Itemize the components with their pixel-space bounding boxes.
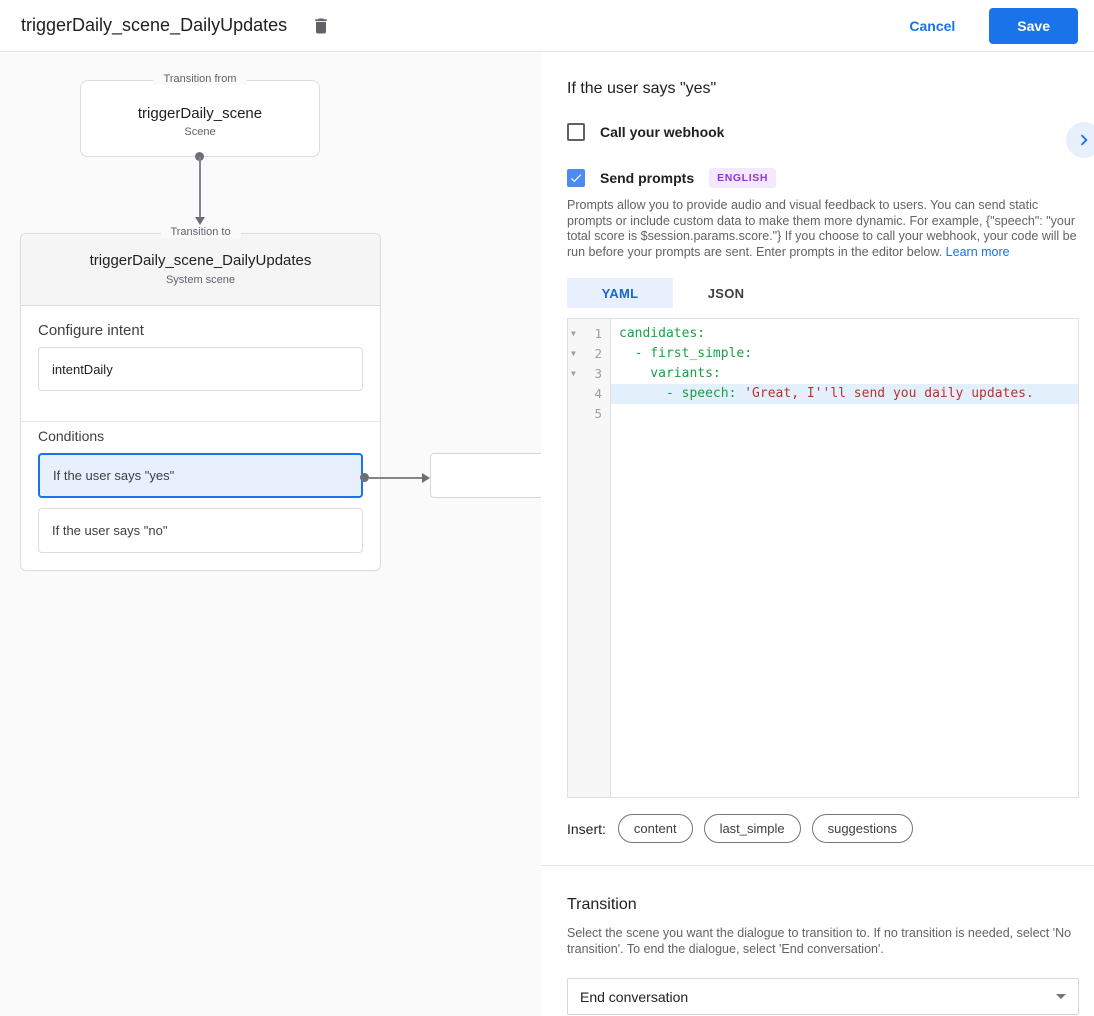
save-button[interactable]: Save (989, 7, 1078, 44)
line-number: 2 (594, 346, 602, 361)
conditions-list: If the user says "yes" If the user says "… (38, 453, 363, 553)
code-line-content (611, 404, 1078, 424)
yaml-key-token: - first_simple: (619, 346, 753, 361)
arrow-down-icon (195, 217, 205, 225)
insert-chip-last_simple[interactable]: last_simple (703, 814, 801, 843)
transition-section-title: Transition (567, 896, 637, 913)
to-scene-name: triggerDaily_scene_DailyUpdates (89, 252, 312, 269)
configure-intent-label: Configure intent (38, 322, 144, 339)
transition-description: Select the scene you want the dialogue t… (567, 926, 1072, 956)
yaml-key-token: variants: (619, 366, 721, 381)
call-webhook-checkbox[interactable] (567, 123, 585, 141)
editor-line-gutter: ▼2 (568, 344, 611, 364)
insert-chip-content[interactable]: content (617, 814, 693, 843)
from-scene-name: triggerDaily_scene (137, 105, 263, 122)
insert-chips: content last_simple suggestions (617, 814, 924, 843)
fold-arrow-icon[interactable]: ▼ (571, 369, 576, 378)
line-number: 1 (594, 326, 602, 341)
learn-more-link[interactable]: Learn more (945, 244, 1010, 259)
editor-line-gutter: ▼3 (568, 364, 611, 384)
fold-arrow-icon[interactable]: ▼ (571, 349, 576, 358)
editor-line-gutter: 4 (568, 384, 611, 404)
code-line-content: candidates: (611, 324, 1078, 344)
editor-gutter (568, 319, 611, 797)
connector-dot (360, 473, 369, 482)
insert-row: Insert: content last_simple suggestions (567, 814, 1078, 843)
line-number: 4 (594, 386, 602, 401)
chevron-right-icon (1073, 129, 1094, 151)
dropdown-caret-icon (1056, 994, 1066, 999)
connector-line-horizontal (368, 477, 423, 479)
prompts-description: Prompts allow you to provide audio and v… (567, 198, 1078, 260)
yaml-key-token: candidates: (619, 326, 706, 341)
intent-item[interactable]: intentDaily (38, 347, 363, 391)
code-line-content: - speech: 'Great, I''ll send you daily u… (611, 384, 1078, 404)
send-prompts-checkbox[interactable] (567, 169, 585, 187)
transition-select-value: End conversation (580, 988, 689, 1005)
card-divider (21, 421, 380, 422)
editor-line-gutter: ▼1 (568, 324, 611, 344)
editor-line[interactable]: 5 (568, 404, 1078, 424)
editor-line[interactable]: ▼2 - first_simple: (568, 344, 1078, 364)
send-prompts-label: Send prompts (600, 170, 695, 186)
transition-select[interactable]: End conversation (567, 978, 1079, 1015)
condition-label: If the user says "no" (52, 523, 168, 538)
line-number: 5 (594, 406, 602, 421)
transition-to-card: Transition to triggerDaily_scene_DailyUp… (20, 226, 381, 571)
line-number: 3 (594, 366, 602, 381)
connector-dot (195, 152, 204, 161)
condition-detail-panel: If the user says "yes" Call your webhook… (541, 52, 1094, 1016)
tab-json[interactable]: JSON (673, 278, 779, 308)
scene-flow-canvas: Transition from triggerDaily_scene Scene… (0, 52, 541, 1016)
cancel-button[interactable]: Cancel (893, 10, 971, 42)
transition-to-legend: Transition to (160, 226, 241, 238)
transition-from-legend: Transition from (153, 73, 247, 85)
condition-panel-title: If the user says "yes" (567, 80, 717, 97)
condition-item[interactable]: If the user says "yes" (38, 453, 363, 498)
condition-label: If the user says "yes" (53, 468, 175, 483)
scene-card-header: triggerDaily_scene_DailyUpdates System s… (21, 234, 380, 306)
conditions-label: Conditions (38, 428, 105, 444)
panel-divider (541, 865, 1094, 866)
insert-label: Insert: (567, 820, 606, 837)
tab-yaml[interactable]: YAML (567, 278, 673, 308)
workspace: Transition from triggerDaily_scene Scene… (0, 52, 1094, 1016)
code-line-content: - first_simple: (611, 344, 1078, 364)
scene-card-body: Configure intent intentDaily Conditions … (21, 306, 380, 553)
code-line-content: variants: (611, 364, 1078, 384)
page-title: triggerDaily_scene_DailyUpdates (21, 15, 288, 35)
transition-from-box[interactable]: Transition from triggerDaily_scene Scene (80, 73, 320, 157)
transition-target-box[interactable] (430, 453, 541, 498)
call-webhook-row: Call your webhook (567, 123, 1078, 141)
to-scene-type: System scene (165, 274, 236, 286)
prompts-description-text: Prompts allow you to provide audio and v… (567, 198, 1077, 259)
checkmark-icon (569, 171, 583, 185)
editor-line-gutter: 5 (568, 404, 611, 424)
intent-name: intentDaily (52, 361, 113, 377)
connector-line-vertical (199, 157, 201, 217)
language-badge: ENGLISH (709, 168, 776, 188)
trash-icon (311, 16, 331, 36)
call-webhook-label: Call your webhook (600, 124, 725, 140)
send-prompts-row: Send prompts ENGLISH (567, 168, 1078, 188)
fold-arrow-icon[interactable]: ▼ (571, 329, 576, 338)
insert-chip-suggestions[interactable]: suggestions (811, 814, 913, 843)
condition-item[interactable]: If the user says "no" (38, 508, 363, 553)
app-header: triggerDaily_scene_DailyUpdates Cancel S… (0, 0, 1094, 52)
collapse-panel-button[interactable] (1066, 122, 1094, 158)
from-scene-type: Scene (184, 126, 216, 138)
yaml-string-token: 'Great, I''ll send you daily updates. (744, 386, 1034, 401)
delete-scene-button[interactable] (307, 12, 335, 40)
editor-line[interactable]: ▼3 variants: (568, 364, 1078, 384)
editor-line[interactable]: 4 - speech: 'Great, I''ll send you daily… (568, 384, 1078, 404)
arrow-right-icon (422, 473, 430, 483)
yaml-key-token: - speech: (619, 386, 745, 401)
